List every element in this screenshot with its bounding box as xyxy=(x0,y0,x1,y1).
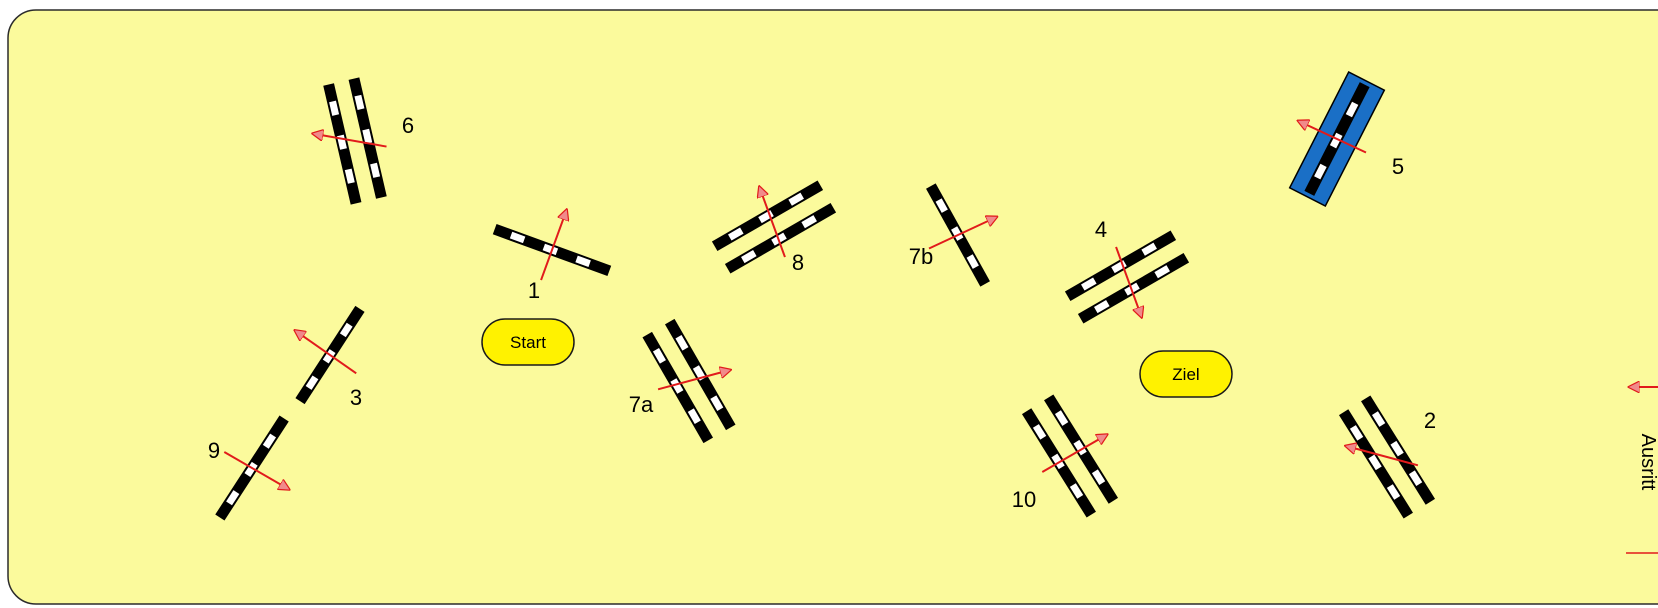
obstacle-10: 10 xyxy=(1012,394,1119,518)
pole-stripe xyxy=(1314,163,1327,180)
pole-stripe xyxy=(1094,300,1110,314)
obstacle-number: 7a xyxy=(629,392,654,417)
pole-stripe xyxy=(362,128,373,144)
obstacle-number: 6 xyxy=(402,113,414,138)
start-label: Start xyxy=(510,333,546,352)
pole-stripe xyxy=(1054,410,1069,426)
pole-stripe xyxy=(1390,440,1404,457)
pole-stripe xyxy=(305,375,319,390)
start-marker: Start xyxy=(481,318,575,366)
obstacle-number: 10 xyxy=(1012,487,1036,512)
obstacle-number: 2 xyxy=(1424,408,1436,433)
obstacle-number: 1 xyxy=(528,278,540,303)
pole-stripe xyxy=(788,192,804,206)
pole-stripe xyxy=(935,198,948,213)
pole-stripe xyxy=(1091,469,1106,485)
pole-stripe xyxy=(542,243,559,256)
obstacle-9: 9 xyxy=(208,415,289,521)
obstacle-number: 3 xyxy=(350,385,362,410)
pole-stripe xyxy=(1141,242,1157,256)
obstacle-number: 7b xyxy=(909,244,933,269)
direction-arrow xyxy=(1041,435,1106,473)
pole xyxy=(664,318,736,431)
pole xyxy=(1361,395,1436,505)
pole-stripe xyxy=(1408,470,1423,486)
pole-stripe xyxy=(801,215,817,229)
exit-marker: Ausritt xyxy=(1626,387,1658,554)
pole-stripe xyxy=(1371,411,1386,427)
pole xyxy=(724,202,837,274)
pole-stripe xyxy=(1349,425,1364,441)
pole-stripe xyxy=(354,94,365,110)
arena-background xyxy=(7,9,1658,605)
direction-arrow xyxy=(928,217,996,250)
direction-arrow xyxy=(657,370,729,391)
obstacle-number: 9 xyxy=(208,438,220,463)
pole-stripe xyxy=(344,168,355,184)
pole-stripe xyxy=(322,349,336,364)
obstacle-number: 4 xyxy=(1095,217,1107,242)
pole-stripe xyxy=(670,378,684,394)
pole-stripe xyxy=(1368,454,1382,471)
pole-stripe xyxy=(509,231,526,244)
obstacle-4: 4 xyxy=(1064,217,1190,324)
pole-stripe xyxy=(1081,277,1097,291)
pole-stripe xyxy=(1386,484,1401,500)
obstacle-number: 8 xyxy=(792,250,804,275)
pole-stripe xyxy=(370,162,381,178)
obstacles-layer: 1 2 3 4 5 6 7a 7b 8 9 10 xyxy=(208,70,1436,521)
direction-arrow xyxy=(314,134,387,148)
pole-stripe xyxy=(339,322,353,338)
pole-stripe xyxy=(1073,439,1087,456)
obstacle-8: 8 xyxy=(711,180,837,275)
obstacle-3: 3 xyxy=(295,305,365,410)
direction-arrow xyxy=(1115,246,1141,317)
direction-arrow xyxy=(760,188,786,258)
pole-stripe xyxy=(710,395,724,411)
finish-marker: Ziel xyxy=(1139,350,1233,398)
pole-stripe xyxy=(675,335,689,351)
pole-stripe xyxy=(244,461,258,477)
obstacle-6: 6 xyxy=(314,77,414,205)
pole-stripe xyxy=(575,255,591,267)
pole-stripe xyxy=(687,408,701,424)
pole-stripe xyxy=(226,490,240,506)
pole xyxy=(1338,409,1413,519)
direction-arrow xyxy=(1346,446,1419,467)
start-pill xyxy=(481,318,575,366)
finish-pill xyxy=(1139,350,1233,398)
pole-stripe xyxy=(728,227,744,241)
pole xyxy=(348,77,387,199)
finish-label: Ziel xyxy=(1172,365,1199,384)
obstacle-7b: 7b xyxy=(909,183,996,287)
obstacle-7a: 7a xyxy=(629,318,736,444)
direction-arrow xyxy=(540,211,566,281)
direction-arrow xyxy=(1299,121,1367,154)
pole-stripe xyxy=(951,226,964,241)
pole-stripe xyxy=(1069,483,1084,499)
obstacle-2: 2 xyxy=(1338,395,1436,519)
exit-label: Ausritt xyxy=(1637,434,1658,491)
pole-stripe xyxy=(1345,101,1359,118)
obstacle-5: 5 xyxy=(1288,70,1404,208)
pole-stripe xyxy=(652,348,666,364)
pole-stripe xyxy=(966,254,979,269)
pole-stripe xyxy=(1051,453,1065,470)
pole-stripe xyxy=(1154,265,1170,279)
pole-stripe xyxy=(262,433,277,449)
obstacle-number: 5 xyxy=(1392,154,1404,179)
pole-stripe xyxy=(1032,424,1047,440)
pole-stripe xyxy=(329,100,340,116)
direction-arrow xyxy=(296,331,357,375)
pole-stripe xyxy=(1329,132,1343,149)
obstacle-1: 1 xyxy=(492,211,612,303)
pole xyxy=(642,331,714,444)
pole-stripe xyxy=(741,250,757,264)
direction-arrow xyxy=(223,451,288,489)
